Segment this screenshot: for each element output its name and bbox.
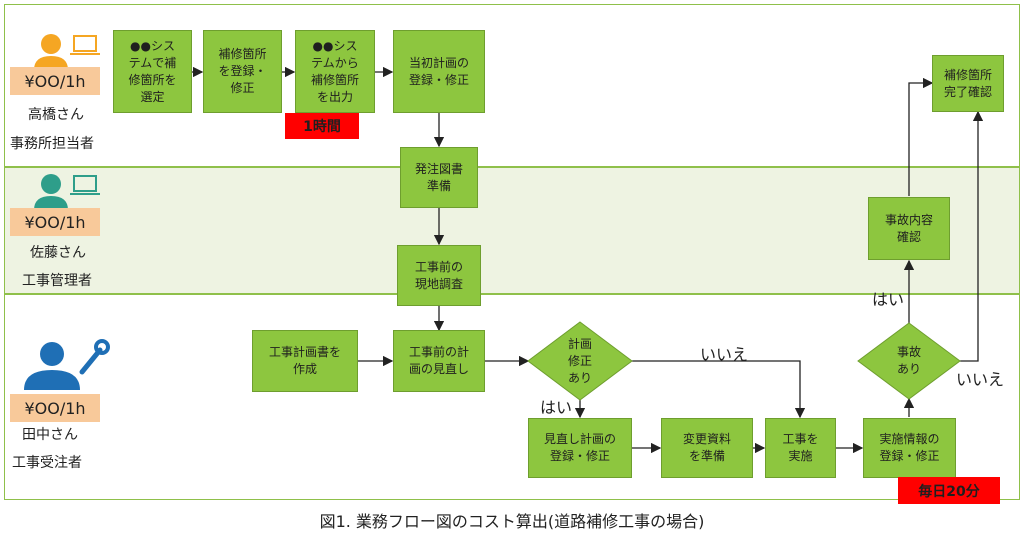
person-role: 工事受注者 — [12, 455, 82, 471]
step-site-survey: 工事前の 現地調査 — [397, 245, 481, 306]
time-tag-daily: 毎日20分 — [898, 477, 1000, 504]
arrow-accident-no — [960, 110, 984, 362]
person-name: 田中さん — [22, 427, 78, 443]
branch-yes-plan: はい — [540, 398, 573, 417]
step-output-repair: ●●シス テムから 補修箇所 を出力 — [295, 30, 375, 113]
step-complete-check: 補修箇所 完了確認 — [932, 55, 1004, 112]
step-accident-check: 事故内容 確認 — [868, 197, 950, 260]
person-name: 佐藤さん — [30, 245, 86, 261]
person-laptop-icon — [34, 34, 100, 70]
step-select-repair: ●●シス テムで補 修箇所を 選定 — [113, 30, 192, 113]
branch-yes-accident: はい — [872, 290, 905, 309]
hourly-rate-badge: ¥OO/1h — [10, 394, 100, 422]
person-name: 高橋さん — [28, 107, 84, 123]
hourly-rate-badge: ¥OO/1h — [10, 67, 100, 95]
step-review-plan: 工事前の計 画の見直し — [393, 330, 485, 392]
branch-no-plan: いいえ — [700, 345, 749, 364]
arrow-check-complete — [908, 77, 934, 196]
decision-plan-fix: 計画 修正 あり — [567, 336, 592, 385]
step-register-review: 見直し計画の 登録・修正 — [528, 418, 632, 478]
step-order-docs: 発注図書 準備 — [400, 147, 478, 208]
decision-plan-fix-shape — [527, 321, 633, 401]
step-register-info: 実施情報の 登録・修正 — [863, 418, 956, 478]
step-initial-plan: 当初計画の 登録・修正 — [393, 30, 485, 113]
person-role: 工事管理者 — [22, 273, 92, 289]
arrow-decision-no — [632, 360, 806, 419]
time-tag-one-hour: 1時間 — [285, 113, 359, 139]
hourly-rate-badge: ¥OO/1h — [10, 208, 100, 236]
step-make-plan: 工事計画書を 作成 — [252, 330, 358, 392]
step-register-repair: 補修箇所 を登録・ 修正 — [203, 30, 282, 113]
figure-caption: 図1. 業務フロー図のコスト算出(道路補修工事の場合) — [319, 512, 705, 531]
decision-accident-shape — [857, 322, 961, 400]
step-execute-work: 工事を 実施 — [765, 418, 836, 478]
decision-accident: 事故 あり — [896, 345, 921, 376]
branch-no-accident: いいえ — [956, 370, 1005, 389]
person-role: 事務所担当者 — [10, 136, 94, 152]
person-wrench-icon — [24, 339, 110, 390]
swimlane-contractor — [4, 294, 1020, 500]
step-prepare-change: 変更資料 を準備 — [661, 418, 753, 478]
person-laptop-icon — [34, 174, 100, 210]
swimlane-manager — [4, 167, 1020, 294]
